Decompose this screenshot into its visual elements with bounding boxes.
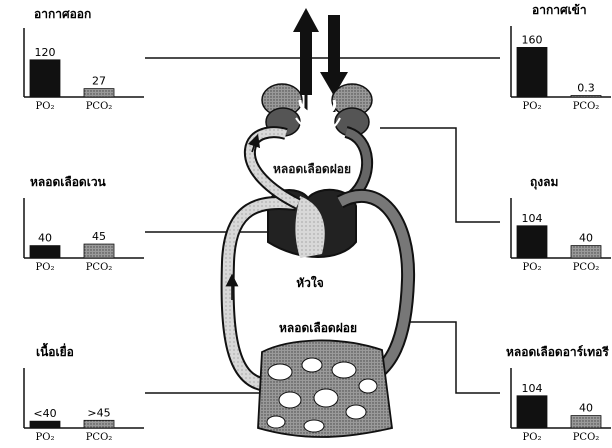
bar-pco2 — [84, 89, 114, 97]
panel-title: อากาศออก — [34, 7, 91, 21]
panel-title: ถุงลม — [530, 175, 558, 190]
air-out-arrow — [293, 8, 319, 95]
bar-value: 104 — [522, 382, 543, 395]
bar-value: <40 — [33, 407, 56, 420]
bar-value: 120 — [35, 46, 56, 59]
bar-po2 — [517, 47, 547, 97]
bar-value: 160 — [522, 33, 543, 46]
bar-label: PO₂ — [523, 101, 542, 112]
bar-pco2 — [571, 96, 601, 98]
bar-label: PCO₂ — [573, 262, 600, 273]
bar-label: PO₂ — [36, 432, 55, 443]
bottom-capillary-label: หลอดเลือดฝอย — [279, 321, 357, 335]
bar-label: PCO₂ — [86, 101, 113, 112]
tissue-capillary-bed — [258, 340, 392, 437]
bar-label: PO₂ — [523, 432, 542, 443]
bar-po2 — [30, 421, 60, 428]
connector-arterial — [410, 322, 500, 393]
bar-value: 0.3 — [577, 82, 595, 95]
panel-title: อากาศเข้า — [532, 3, 587, 17]
bar-value: 45 — [92, 230, 106, 243]
connector-alveoli — [380, 128, 500, 222]
bar-label: PCO₂ — [86, 432, 113, 443]
bar-pco2 — [84, 244, 114, 258]
bar-label: PO₂ — [36, 101, 55, 112]
bar-value: 27 — [92, 75, 106, 88]
bar-value: 104 — [522, 212, 543, 225]
bar-value: 40 — [38, 232, 52, 245]
panel-title: เนื้อเยื่อ — [36, 342, 74, 359]
bar-label: PCO₂ — [86, 262, 113, 273]
heart-label: หัวใจ — [296, 275, 324, 290]
bar-label: PO₂ — [523, 262, 542, 273]
bar-label: PO₂ — [36, 262, 55, 273]
bar-pco2 — [571, 246, 601, 258]
bar-value: 40 — [579, 402, 593, 415]
top-capillary-label: หลอดเลือดฝอย — [273, 162, 351, 176]
bar-pco2 — [571, 416, 601, 428]
air-in-arrow — [320, 15, 348, 96]
panel-title: หลอดเลือดอาร์เทอรี — [506, 345, 609, 359]
bar-value: 40 — [579, 232, 593, 245]
bar-label: PCO₂ — [573, 432, 600, 443]
bar-po2 — [30, 60, 60, 97]
bar-label: PCO₂ — [573, 101, 600, 112]
panel-title: หลอดเลือดเวน — [30, 175, 107, 189]
bar-po2 — [517, 226, 547, 258]
bar-po2 — [30, 246, 60, 258]
bar-po2 — [517, 396, 547, 428]
bar-pco2 — [84, 420, 114, 428]
bar-value: >45 — [87, 406, 110, 419]
